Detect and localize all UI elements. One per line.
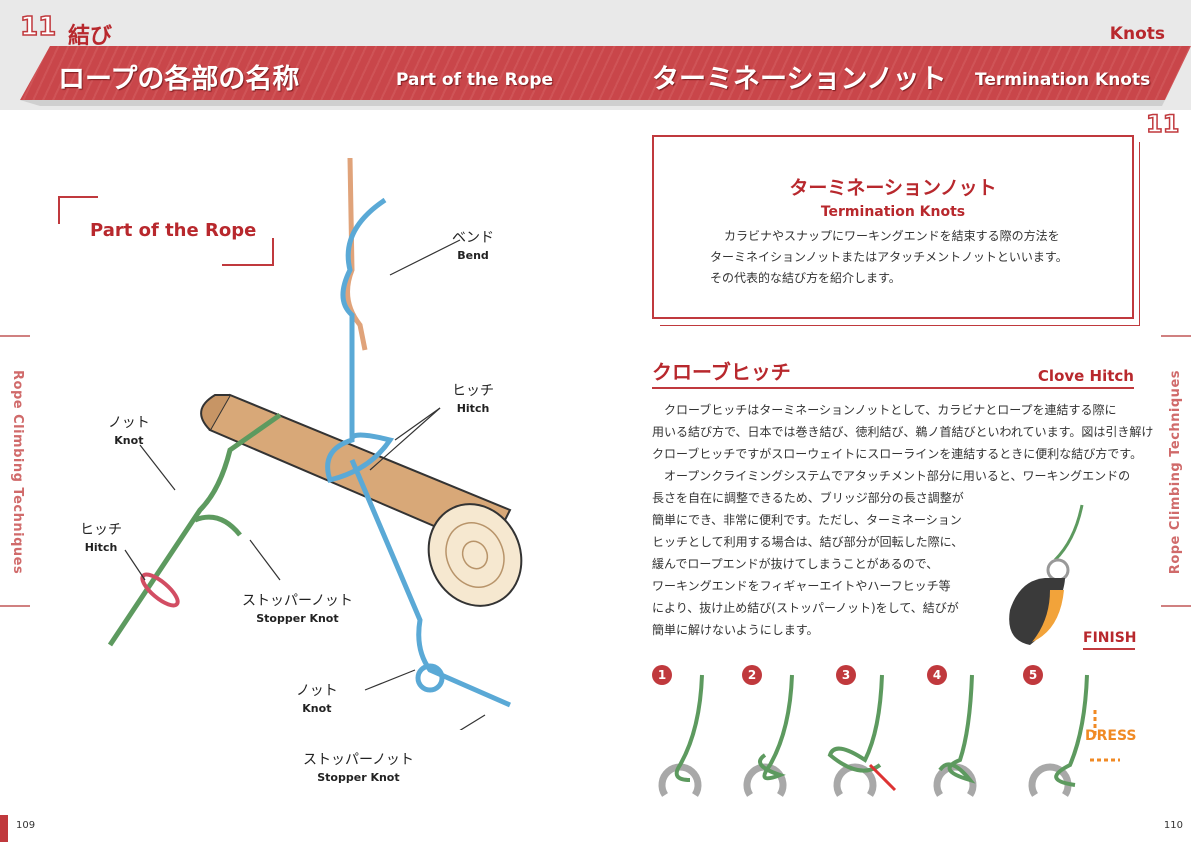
finish-rule bbox=[1083, 648, 1135, 650]
body-line: クローブヒッチですがスローウェイトにスローラインを連結するときに便利な結び方です… bbox=[652, 447, 1143, 461]
side-rule bbox=[1161, 335, 1191, 337]
label-jp: ベンド bbox=[452, 230, 494, 246]
intro-title: ターミネーションノット bbox=[789, 177, 997, 199]
dress-label: DRESS bbox=[1085, 728, 1137, 744]
finish-label: FINISH bbox=[1083, 630, 1137, 646]
chapter-title: 結び bbox=[68, 24, 113, 49]
body-line: ワーキングエンドをフィギャーエイトやハーフヒッチ等 bbox=[652, 579, 951, 593]
label-en: Knot bbox=[114, 434, 144, 447]
step-3-badge: 3 bbox=[836, 665, 856, 685]
header-band-shadow bbox=[20, 100, 1165, 106]
body-line: ヒッチとして利用する場合は、結び部分が回転した際に、 bbox=[652, 535, 964, 549]
label-knot: ノット Knot bbox=[108, 415, 150, 449]
body-line: 簡単にでき、非常に便利です。ただし、ターミネーション bbox=[652, 513, 962, 527]
side-rule bbox=[0, 335, 30, 337]
intro-box-shadow bbox=[660, 142, 1140, 326]
right-chapter-number: 11 bbox=[1145, 109, 1180, 139]
rope-parts-illustration bbox=[107, 157, 523, 730]
label-knot-2: ノット Knot bbox=[296, 683, 338, 717]
intro-box: ターミネーションノット Termination Knots カラビナやスナップに… bbox=[652, 135, 1134, 319]
body-line: 用いる結び方で、日本では巻き結び、徳利結び、鵜ノ首結びといわれています。図は引き… bbox=[652, 425, 1154, 439]
throw-weight-illustration bbox=[1009, 504, 1084, 645]
step-1-badge: 1 bbox=[652, 665, 672, 685]
body-line: 緩んでロープエンドが抜けてしまうことがあるので、 bbox=[652, 557, 939, 571]
left-page-title: ロープの各部の名称 bbox=[58, 64, 300, 95]
step-5-badge: 5 bbox=[1023, 665, 1043, 685]
header-right-label: Knots bbox=[1109, 24, 1165, 44]
body-line: 簡単に解けないようにします。 bbox=[652, 623, 819, 637]
label-en: Hitch bbox=[84, 541, 118, 554]
intro-line: ターミネイションノットまたはアタッチメントノットといいます。 bbox=[710, 250, 1068, 264]
label-jp: ヒッチ bbox=[452, 383, 494, 399]
label-jp: ストッパーノット bbox=[303, 752, 414, 768]
intro-line: その代表的な結び方を紹介します。 bbox=[710, 271, 901, 285]
label-en: Hitch bbox=[456, 402, 490, 415]
side-label-left: Rope Climbing Techniques bbox=[10, 370, 25, 575]
clove-body: クローブヒッチはターミネーションノットとして、カラビナとロープを連結する際に 用… bbox=[652, 399, 1153, 641]
label-jp: ヒッチ bbox=[80, 522, 122, 538]
bracket bbox=[58, 196, 98, 224]
side-label-right: Rope Climbing Techniques bbox=[1168, 370, 1183, 575]
body-line: オープンクライミングシステムでアタッチメント部分に用いると、ワーキングエンドの bbox=[652, 469, 1131, 483]
header-band bbox=[20, 46, 1191, 100]
clove-title-en: Clove Hitch bbox=[1037, 367, 1134, 385]
left-section-title: Part of the Rope bbox=[90, 220, 257, 241]
log-illustration bbox=[200, 393, 523, 607]
side-rule bbox=[0, 605, 30, 607]
step-2-badge: 2 bbox=[742, 665, 762, 685]
label-en: Bend bbox=[457, 249, 489, 262]
label-jp: ノット bbox=[108, 415, 150, 431]
side-rule bbox=[1161, 605, 1191, 607]
clove-title: クローブヒッチ bbox=[652, 360, 791, 384]
label-hitch: ヒッチ Hitch bbox=[452, 383, 494, 417]
intro-title-en: Termination Knots bbox=[820, 204, 966, 220]
label-en: Stopper Knot bbox=[317, 771, 400, 784]
chapter-number: 11 bbox=[19, 11, 57, 43]
label-jp: ストッパーノット bbox=[242, 593, 353, 609]
label-hitch-2: ヒッチ Hitch bbox=[80, 522, 122, 556]
body-line: により、抜け止め結び(ストッパーノット)をして、結びが bbox=[652, 601, 959, 615]
left-page-title-en: Part of the Rope bbox=[396, 70, 554, 90]
label-jp: ノット bbox=[296, 683, 338, 699]
page-tab bbox=[0, 815, 8, 842]
bracket bbox=[222, 238, 274, 266]
page-number-right: 110 bbox=[1163, 820, 1183, 831]
right-page-title-en: Termination Knots bbox=[975, 70, 1151, 90]
intro-line: カラビナやスナップにワーキングエンドを結束する際の方法を bbox=[724, 229, 1060, 243]
step-4-badge: 4 bbox=[927, 665, 947, 685]
label-stopper-knot-2: ストッパーノット Stopper Knot bbox=[303, 752, 414, 786]
label-en: Knot bbox=[302, 702, 332, 715]
body-line: クローブヒッチはターミネーションノットとして、カラビナとロープを連結する際に bbox=[652, 403, 1117, 417]
label-bend: ベンド Bend bbox=[452, 230, 494, 264]
right-page-title: ターミネーションノット bbox=[652, 64, 947, 95]
clove-rule bbox=[652, 387, 1134, 389]
clove-hitch-steps-illustration bbox=[658, 674, 1120, 797]
label-stopper-knot: ストッパーノット Stopper Knot bbox=[242, 593, 353, 627]
label-en: Stopper Knot bbox=[256, 612, 339, 625]
body-line: 長さを自在に調整できるため、ブリッジ部分の長さ調整が bbox=[652, 491, 964, 505]
page-number-left: 109 bbox=[16, 820, 36, 831]
